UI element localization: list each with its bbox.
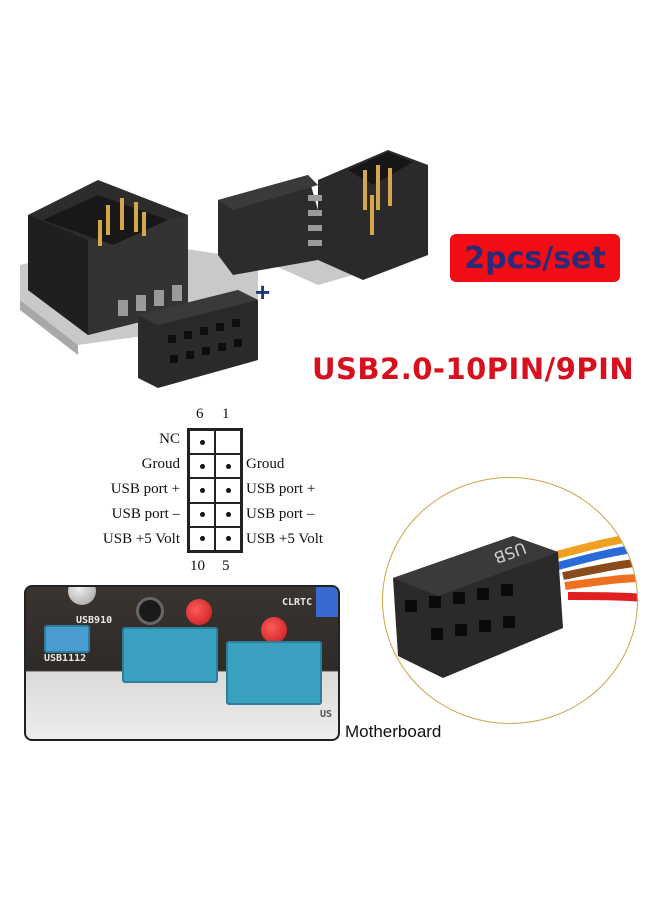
pin-label-left: USB +5 Volt xyxy=(102,531,180,547)
pin-cell-empty xyxy=(215,430,241,455)
pin-cell xyxy=(215,526,241,551)
pin-number-10: 10 xyxy=(190,558,205,574)
pin-cell xyxy=(189,478,215,503)
motherboard-caption: Motherboard xyxy=(345,722,442,741)
pin-label-right: USB port – xyxy=(246,506,315,522)
pin-dot xyxy=(225,536,231,542)
motherboard-photo: USB910 USB1112 CLRTC US xyxy=(24,585,340,741)
pin-label-right: USB port + xyxy=(246,481,316,497)
pin-number-6: 6 xyxy=(196,406,204,422)
capacitor-red xyxy=(186,599,212,625)
pin-cell xyxy=(215,502,241,527)
pin-dot xyxy=(199,487,205,493)
pin-cell xyxy=(189,430,215,455)
pin-number-1: 1 xyxy=(222,406,230,422)
pin-label-right: Groud xyxy=(246,456,285,472)
pin-dot xyxy=(225,487,231,493)
usb-header-1 xyxy=(122,627,218,683)
pin-cell xyxy=(215,454,241,479)
pin-label-left: USB port + xyxy=(110,481,180,497)
mounting-hole xyxy=(136,597,164,625)
plus-sign: + xyxy=(255,277,271,307)
capacitor-red xyxy=(261,617,287,643)
pin-label-left: Groud xyxy=(141,456,180,472)
pin-cell xyxy=(189,526,215,551)
product-headline: USB2.0-10PIN/9PIN xyxy=(312,352,635,386)
pin-diagram: 6 1 NC Groud USB port + USB port – USB +… xyxy=(80,402,380,582)
pin-dot xyxy=(199,439,205,445)
pin-dot xyxy=(225,512,231,518)
product-photo xyxy=(18,140,438,390)
silkscreen-clrtc: CLRTC xyxy=(282,597,313,608)
pin-cell xyxy=(215,478,241,503)
capacitor xyxy=(68,587,96,605)
pin-grid xyxy=(187,428,243,553)
usb-cable-connector-illustration: USB xyxy=(393,532,637,678)
usb-header-small xyxy=(44,625,90,653)
quantity-badge-text: 2pcs/set xyxy=(464,240,606,276)
pin-label-right: USB +5 Volt xyxy=(246,531,324,547)
blue-component xyxy=(316,587,338,617)
pin-label-left: USB port – xyxy=(111,506,180,522)
quantity-badge: 2pcs/set xyxy=(450,234,620,282)
pin-number-5: 5 xyxy=(222,558,230,574)
pin-cell xyxy=(189,502,215,527)
pin-dot xyxy=(199,512,205,518)
pin-label-left: NC xyxy=(159,431,180,447)
pin-dot xyxy=(199,536,205,542)
pin-dot xyxy=(225,463,231,469)
silkscreen-us: US xyxy=(320,709,333,720)
usb-header-2 xyxy=(226,641,322,705)
cable-connector-photo: USB xyxy=(382,477,638,724)
silkscreen-usb910: USB910 xyxy=(76,615,113,626)
adapter-illustration xyxy=(20,150,428,388)
pin-cell xyxy=(189,454,215,479)
silkscreen-usb1112: USB1112 xyxy=(44,653,87,664)
pin-dot xyxy=(199,463,205,469)
